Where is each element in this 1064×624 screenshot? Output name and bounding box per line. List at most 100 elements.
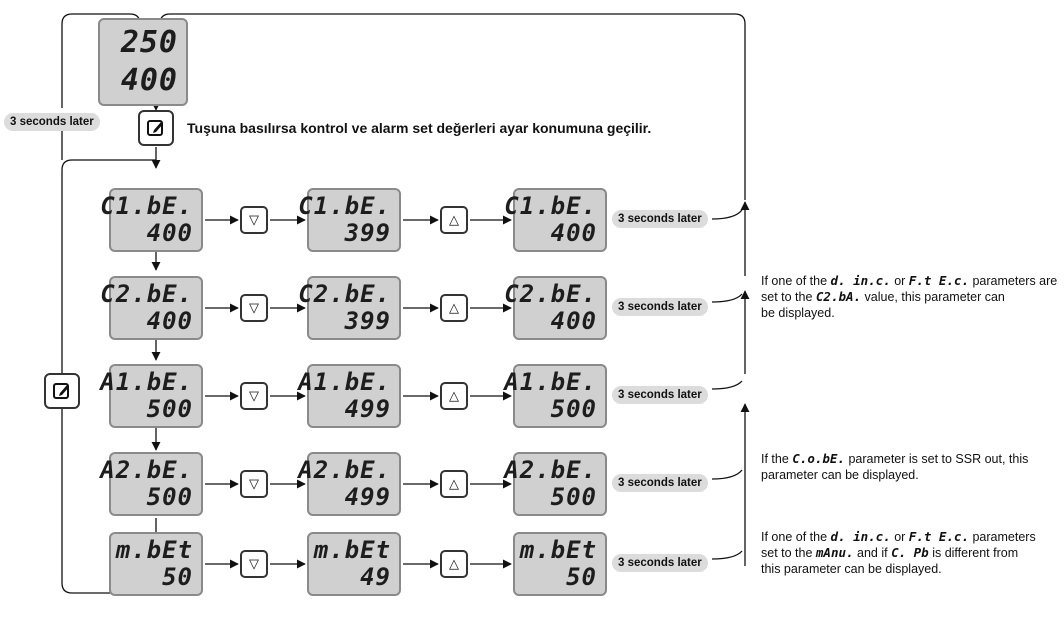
display-line2: 499 [344,483,391,511]
display-line2: 400 [146,219,193,247]
row-2-display1: C2.bE.400 [100,276,203,340]
up-arrow-key-icon: △ [449,556,459,571]
edit-key-left[interactable] [44,373,80,409]
down-arrow-key[interactable]: ▽ [240,294,268,322]
note-text: set to the [761,546,816,560]
note-3: If one of the d. in.c. or F.t E.c. param… [761,529,1063,577]
down-arrow-key[interactable]: ▽ [240,550,268,578]
note-text: parameter is set to SSR out, this [844,452,1029,466]
display-line1: m.bEt [313,536,391,564]
note-text: set to the [761,290,816,304]
up-arrow-key-icon: △ [449,300,459,315]
note-text: or [890,274,909,288]
display-line1: C2.bE. [504,280,597,308]
row-4-display3: A2.bE.500 [504,452,607,516]
display-line2: 50 [566,563,597,591]
display-line2: 500 [550,483,597,511]
edit-key-icon [147,120,163,136]
top-display-line2: 400 [120,63,178,98]
down-arrow-key[interactable]: ▽ [240,382,268,410]
row-1-display2: C1.bE.399 [298,188,401,252]
note-text: If one of the [761,274,831,288]
note-text: or [890,530,909,544]
down-arrow-key-icon: ▽ [249,388,259,403]
up-arrow-key-icon: △ [449,212,459,227]
row-5-pill: 3 seconds later [612,554,708,572]
display-line2: 500 [146,483,193,511]
display-line1: m.bEt [115,536,193,564]
edit-key-icon [53,383,69,399]
down-arrow-key[interactable]: ▽ [240,470,268,498]
note-code: F.t E.c. [908,273,969,288]
display-line2: 500 [550,395,597,423]
display-line1: C1.bE. [298,192,391,220]
note-code: d. in.c. [830,529,891,544]
down-arrow-key-icon: ▽ [249,212,259,227]
row-2-display3: C2.bE.400 [504,276,607,340]
display-line2: 400 [550,307,597,335]
row-4-display2: A2.bE.499 [298,452,401,516]
up-arrow-key[interactable]: △ [440,470,468,498]
display-line1: A2.bE. [100,456,193,484]
note-text: If one of the [761,530,831,544]
up-arrow-key-icon: △ [449,388,459,403]
row-1-display3: C1.bE.400 [504,188,607,252]
note-code: C. Pb [891,545,929,560]
note-text: parameter can be displayed. [761,468,919,482]
display-line2: 400 [550,219,597,247]
display-line1: A2.bE. [504,456,597,484]
down-arrow-key-icon: ▽ [249,300,259,315]
display-line1: A1.bE. [100,368,193,396]
note-text: parameters are [969,274,1058,288]
row-4-display1: A2.bE.500 [100,452,203,516]
edit-key-top[interactable] [138,110,174,146]
row-3-pill: 3 seconds later [612,386,708,404]
note-text: be displayed. [761,306,835,320]
display-line1: A2.bE. [298,456,391,484]
note-text: value, this parameter can [861,290,1005,304]
display-line1: C1.bE. [100,192,193,220]
up-arrow-key[interactable]: △ [440,382,468,410]
note-2: If the C.o.bE. parameter is set to SSR o… [761,451,1063,483]
display-line2: 499 [344,395,391,423]
note-code: mAnu. [815,545,854,560]
display-line2: 399 [344,307,391,335]
display-line1: A1.bE. [504,368,597,396]
left-pill: 3 seconds later [4,113,100,131]
note-text: and if [853,546,892,560]
row-4-pill: 3 seconds later [612,474,708,492]
display-line1: m.bEt [519,536,597,564]
up-arrow-key[interactable]: △ [440,294,468,322]
note-code: C2.bA. [815,289,862,304]
row-2-display2: C2.bE.399 [298,276,401,340]
display-line2: 399 [344,219,391,247]
display-line2: 49 [360,563,391,591]
down-arrow-key[interactable]: ▽ [240,206,268,234]
display-line1: C1.bE. [504,192,597,220]
down-arrow-key-icon: ▽ [249,556,259,571]
up-arrow-key[interactable]: △ [440,550,468,578]
top-display-line1: 250 [120,25,178,60]
note-text: If the [761,452,793,466]
row-1-pill: 3 seconds later [612,210,708,228]
display-line2: 500 [146,395,193,423]
up-arrow-key[interactable]: △ [440,206,468,234]
note-code: d. in.c. [830,273,891,288]
display-line1: C2.bE. [100,280,193,308]
note-text: this parameter can be displayed. [761,562,942,576]
instruction-text: Tuşuna basılırsa kontrol ve alarm set de… [187,120,652,136]
display-line2: 50 [162,563,193,591]
display-line1: A1.bE. [298,368,391,396]
note-1: If one of the d. in.c. or F.t E.c. param… [761,273,1063,321]
row-3-display3: A1.bE.500 [504,364,607,428]
top-display: 250 400 [98,18,188,106]
note-code: F.t E.c. [908,529,969,544]
row-3-display1: A1.bE.500 [100,364,203,428]
row-2-pill: 3 seconds later [612,298,708,316]
note-text: is different from [928,546,1019,560]
up-arrow-key-icon: △ [449,476,459,491]
